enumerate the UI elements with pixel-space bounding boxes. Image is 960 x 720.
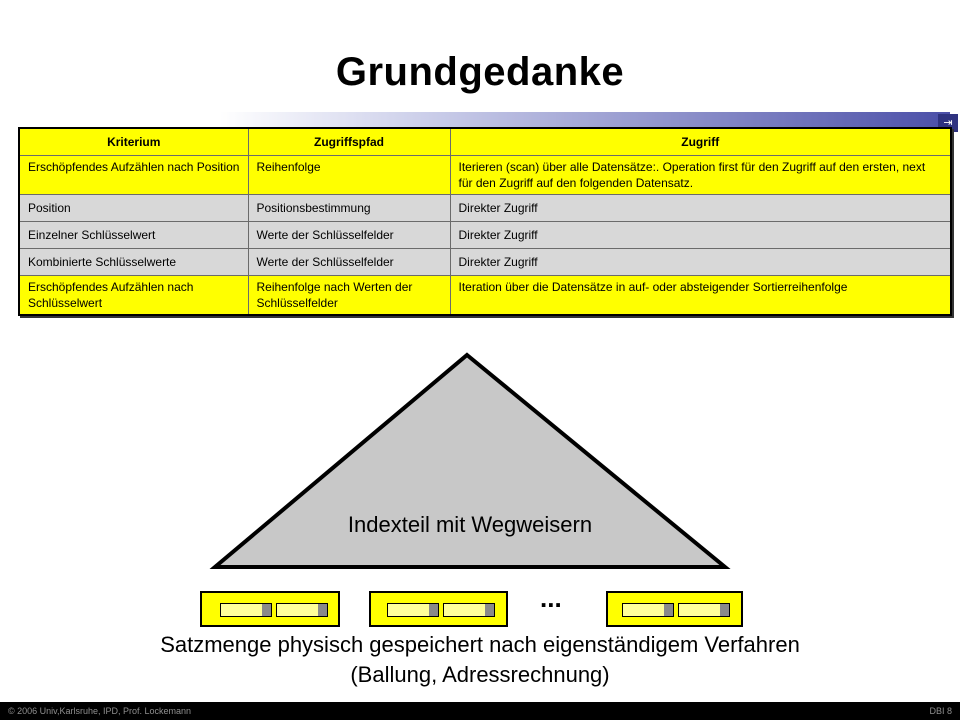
title-underline-bar	[220, 112, 950, 128]
record-slot	[220, 603, 272, 617]
table-cell: Reihenfolge	[247, 155, 451, 195]
table-cell: Position	[18, 194, 249, 222]
table-cell: Werte der Schlüsselfelder	[247, 221, 451, 249]
index-triangle	[209, 352, 731, 569]
header-cell: Kriterium	[18, 127, 249, 156]
header-cell: Zugriff	[449, 127, 952, 156]
table-row: Position Positionsbestimmung Direkter Zu…	[18, 194, 952, 222]
header-cell: Zugriffspfad	[247, 127, 451, 156]
footer-bar: © 2006 Univ,Karlsruhe, IPD, Prof. Lockem…	[0, 702, 960, 720]
index-label: Indexteil mit Wegweisern	[347, 512, 593, 537]
footer-copyright: © 2006 Univ,Karlsruhe, IPD, Prof. Lockem…	[8, 706, 192, 716]
record-slot	[276, 603, 328, 617]
table-row: Erschöpfendes Aufzählen nach Position Re…	[18, 155, 952, 195]
table-cell: Kombinierte Schlüsselwerte	[18, 248, 249, 276]
table-cell: Direkter Zugriff	[449, 248, 952, 276]
table-cell: Reihenfolge nach Werten der Schlüsselfel…	[247, 275, 451, 316]
slide-title: Grundgedanke	[335, 50, 625, 94]
ellipsis: ...	[540, 583, 562, 613]
caption-line: (Ballung, Adressrechnung)	[350, 662, 610, 687]
table-cell: Positionsbestimmung	[247, 194, 451, 222]
table-cell: Iteration über die Datensätze in auf- od…	[449, 275, 952, 316]
table-header-row: Kriterium Zugriffspfad Zugriff	[18, 127, 952, 156]
table-cell: Direkter Zugriff	[449, 221, 952, 249]
table-row: Kombinierte Schlüsselwerte Werte der Sch…	[18, 248, 952, 276]
table-row: Erschöpfendes Aufzählen nach Schlüsselwe…	[18, 275, 952, 316]
table-row: Einzelner Schlüsselwert Werte der Schlüs…	[18, 221, 952, 249]
record-block	[369, 591, 508, 627]
record-block	[200, 591, 340, 627]
record-slot	[443, 603, 495, 617]
table-cell: Iterieren (scan) über alle Datensätze:. …	[449, 155, 952, 195]
table-cell: Erschöpfendes Aufzählen nach Position	[18, 155, 249, 195]
storage-caption: Satzmenge physisch gespeichert nach eige…	[0, 630, 960, 690]
table-cell: Direkter Zugriff	[449, 194, 952, 222]
record-slot	[678, 603, 730, 617]
caption-line: Satzmenge physisch gespeichert nach eige…	[160, 632, 800, 657]
table-cell: Einzelner Schlüsselwert	[18, 221, 249, 249]
record-blocks: ...	[0, 583, 960, 631]
criteria-table: Kriterium Zugriffspfad Zugriff Erschöpfe…	[18, 127, 952, 316]
record-block	[606, 591, 743, 627]
footer-page-number: DBI 8	[929, 706, 952, 716]
record-slot	[622, 603, 674, 617]
record-slot	[387, 603, 439, 617]
table-cell: Erschöpfendes Aufzählen nach Schlüsselwe…	[18, 275, 249, 316]
table-cell: Werte der Schlüsselfelder	[247, 248, 451, 276]
triangle-shape	[209, 352, 731, 569]
